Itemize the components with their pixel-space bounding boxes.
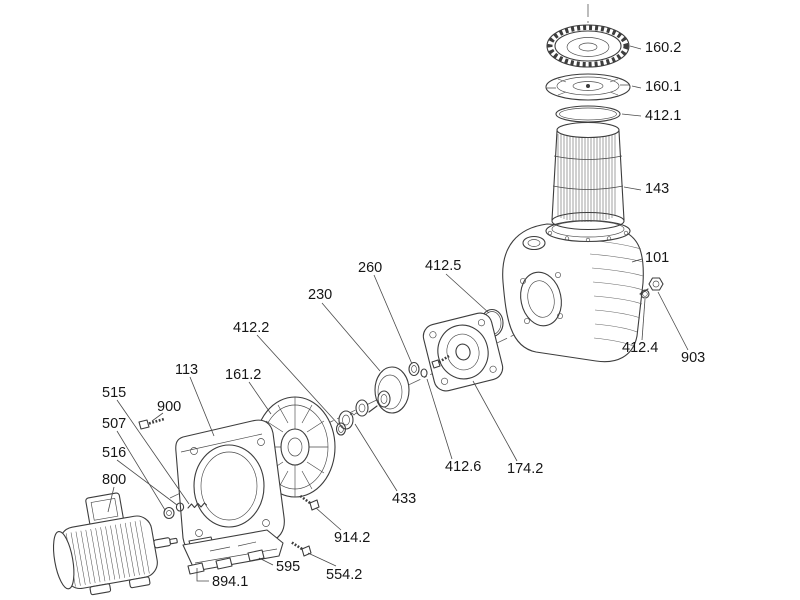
part-label-flange-o-ring: 412.5 [425,258,461,274]
drain-plug-o-ring [640,289,650,299]
base-screw-lower [290,540,312,557]
part-label-strainer-cap: 160.2 [645,40,681,56]
part-label-strainer-lid: 160.1 [645,79,681,95]
spring-stud [187,502,208,509]
part-label-rubber-foot: 595 [276,559,300,575]
part-label-mechanical-seal: 433 [392,491,416,507]
part-label-seal-ring: 516 [102,445,126,461]
impeller [368,366,410,414]
part-label-diffuser-o-ring: 412.2 [233,320,269,336]
part-label-drain-plug-o-ring: 412.4 [622,340,658,356]
leader-lines [107,45,689,582]
part-label-motor-bracket: 113 [175,362,198,378]
part-labels: 160.2 160.1 412.1 143 101 412.4 903 260 … [102,40,705,590]
part-label-base-plate: 894.1 [212,574,248,590]
drain-plug [639,277,664,295]
shaft-washer-small [163,506,175,520]
strainer-cap [546,24,630,68]
mechanical-seal [338,399,369,430]
strainer-basket [551,121,625,231]
lid-o-ring [555,105,621,123]
base-screw-upper [298,493,320,511]
strainer-lid [545,73,631,101]
part-label-shaft-washer: 260 [358,260,382,276]
part-label-base-screw-upper: 914.2 [334,530,370,546]
shaft-washer [408,361,420,377]
part-label-base-screw-lower: 554.2 [326,567,362,583]
part-label-impeller: 230 [308,287,332,303]
housing-collar [545,219,631,243]
motor [52,492,178,596]
part-label-motor: 800 [102,472,126,488]
part-label-pump-housing: 101 [645,250,669,266]
part-label-strainer-basket: 143 [645,181,669,197]
seal-plate-flange [422,312,504,392]
part-label-diffuser: 161.2 [225,367,261,383]
pump-housing [502,223,644,363]
part-label-impeller-o-ring: 412.6 [445,459,481,475]
impeller-o-ring [420,368,428,378]
part-label-drain-plug: 903 [681,350,705,366]
impeller-screw [431,354,450,369]
part-label-spring-stud: 515 [102,385,126,401]
part-label-washer-small: 507 [102,416,126,432]
part-label-seal-plate-flange: 174.2 [507,461,543,477]
part-label-lid-o-ring: 412.1 [645,108,681,124]
seal-ring [175,502,185,512]
part-label-bracket-screw: 900 [157,399,181,415]
diffuser-o-ring [335,422,347,436]
bracket-screw [138,417,165,430]
